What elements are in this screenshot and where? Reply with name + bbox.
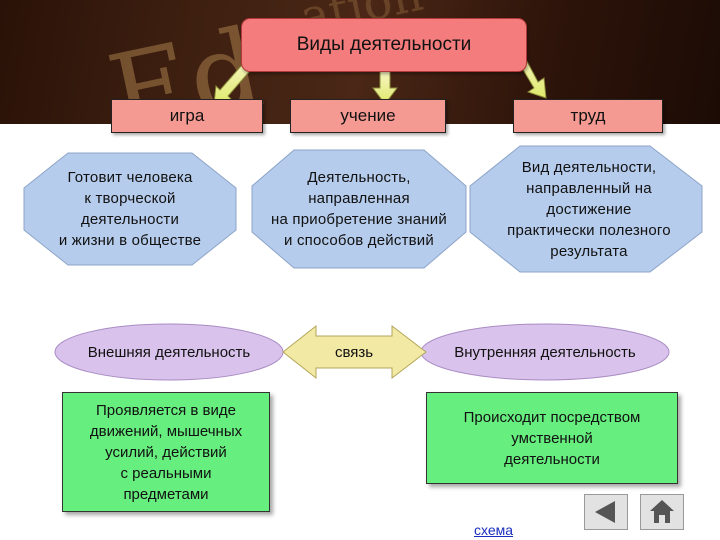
back-button[interactable]	[584, 494, 628, 530]
game-description-line: к творческой	[84, 190, 176, 207]
internal-description-line: Происходит посредством	[463, 408, 641, 426]
diagram-title: Виды деятельности	[241, 18, 527, 72]
game-description-octagon	[23, 152, 237, 266]
learning-description-line: и способов действий	[284, 232, 434, 249]
learning-description-line: Деятельность,	[307, 169, 411, 186]
game-description-line: и жизни в обществе	[58, 232, 202, 249]
internal-description-line: умственной	[511, 429, 593, 447]
link-label: связь	[334, 343, 374, 361]
game-description: Готовит человека к творческой деятельнос…	[24, 153, 236, 265]
work-description-line: результата	[550, 242, 628, 260]
external-description-line: с реальными	[120, 464, 212, 482]
category-work: труд	[513, 99, 663, 133]
triangle-left-icon	[595, 501, 615, 523]
internal-activity-description: Происходит посредством умственной деятел…	[426, 392, 678, 484]
game-description-line: Готовит человека	[67, 169, 193, 186]
learning-description-line: направленная	[308, 190, 410, 207]
external-description-line: Проявляется в виде	[95, 401, 236, 419]
work-description-line: практически полезного	[507, 221, 671, 239]
internal-activity-label: Внутренняя деятельность	[454, 343, 636, 361]
work-description-line: достижение	[546, 200, 632, 218]
external-activity-label: Внешняя деятельность	[87, 343, 251, 361]
work-description: Вид деятельности, направленный на достиж…	[474, 146, 704, 272]
work-description-line: Вид деятельности,	[521, 158, 657, 176]
home-icon	[650, 500, 674, 523]
link-double-arrow	[282, 324, 427, 380]
learning-description-octagon	[251, 149, 467, 269]
category-game: игра	[111, 99, 263, 133]
arrow-to-learning	[372, 69, 398, 105]
game-description-line: деятельности	[80, 211, 180, 228]
learning-description: Деятельность, направленная на приобретен…	[244, 150, 474, 268]
internal-description-line: деятельности	[504, 450, 600, 468]
category-learning: учение	[290, 99, 446, 133]
work-description-octagon	[469, 145, 703, 273]
external-activity-description: Проявляется в виде движений, мышечных ус…	[62, 392, 270, 512]
work-description-line: направленный на	[526, 179, 652, 197]
external-description-line: усилий, действий	[105, 443, 227, 461]
learning-description-line: на приобретение знаний	[271, 211, 447, 228]
external-description-line: движений, мышечных	[89, 422, 243, 440]
home-button[interactable]	[640, 494, 684, 530]
external-description-line: предметами	[123, 485, 209, 503]
scheme-link[interactable]: схема	[474, 522, 514, 538]
